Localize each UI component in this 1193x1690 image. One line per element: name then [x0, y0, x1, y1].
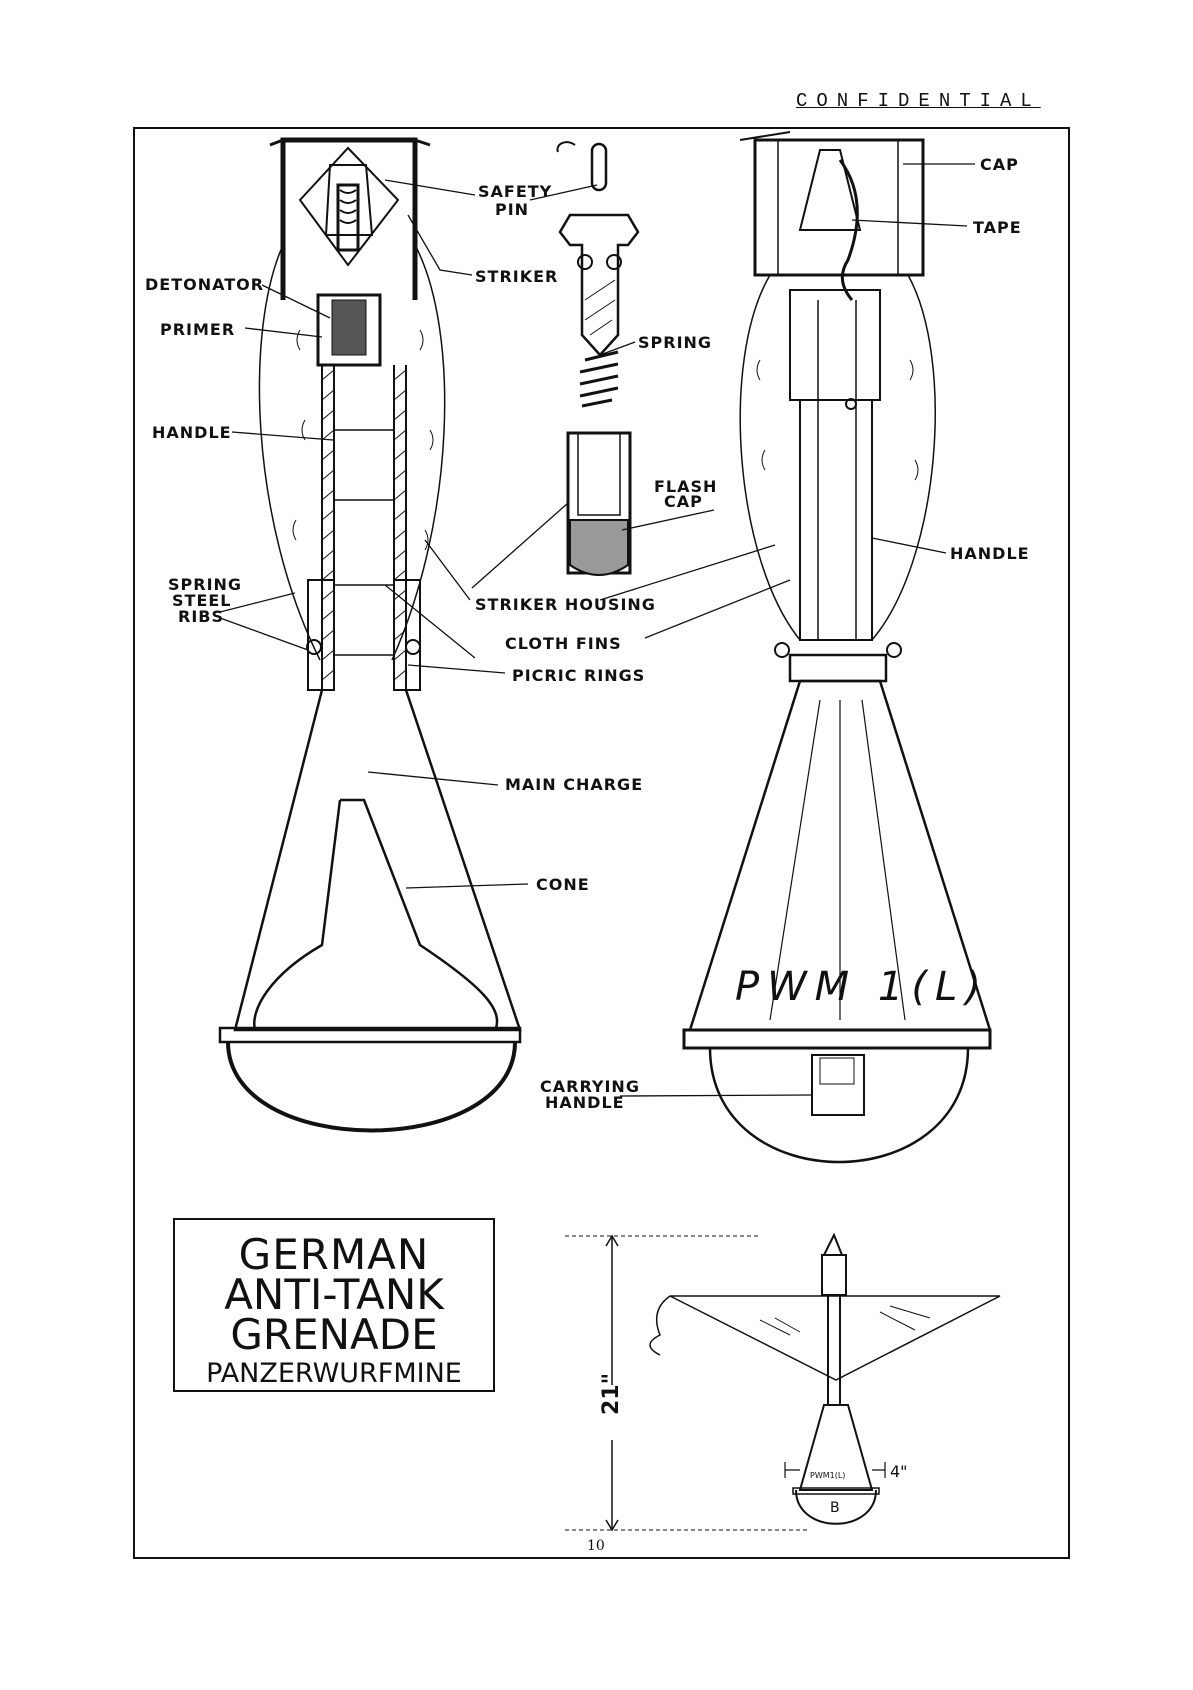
label-picric-rings: PICRIC RINGS — [512, 666, 645, 685]
label-flash-cap-2: CAP — [664, 492, 703, 511]
label-main-charge: MAIN CHARGE — [505, 775, 643, 794]
label-safety-pin-2: PIN — [495, 200, 529, 219]
label-cone: CONE — [536, 875, 590, 894]
label-primer: PRIMER — [160, 320, 235, 339]
label-cloth-fins: CLOTH FINS — [505, 634, 622, 653]
title-line-3: GRENADE — [230, 1310, 438, 1359]
title-box: GERMAN ANTI-TANK GRENADE PANZERWURFMINE — [173, 1218, 495, 1392]
small-body-marking: PWM1(L) — [810, 1471, 845, 1480]
label-carrying-handle-2: HANDLE — [545, 1093, 625, 1112]
part-labels: SAFETY PIN STRIKER DETONATOR PRIMER SPRI… — [145, 155, 1030, 1516]
assembled-small-view — [565, 1232, 1001, 1532]
confidential-header: CONFIDENTIAL — [796, 90, 1041, 112]
label-handle-right: HANDLE — [950, 544, 1030, 563]
label-safety-pin-1: SAFETY — [478, 182, 552, 201]
title-line-4: PANZERWURFMINE — [206, 1358, 462, 1389]
page-number: 10 — [587, 1538, 605, 1554]
title-line-1: GERMAN — [238, 1230, 430, 1279]
dimension-length: 21" — [599, 1373, 624, 1415]
leader-lines — [219, 163, 975, 1097]
label-detonator: DETONATOR — [145, 275, 264, 294]
label-carrying-handle-1: CARRYING — [540, 1077, 640, 1096]
title-line-2: ANTI-TANK — [224, 1270, 444, 1319]
label-handle-left: HANDLE — [152, 423, 232, 442]
label-spring-steel-ribs-1: SPRING — [168, 575, 242, 594]
label-spring-steel-ribs-2: STEEL — [172, 591, 232, 610]
label-flash-cap-1: FLASH — [654, 477, 717, 496]
exterior-grenade — [682, 131, 992, 1164]
dimension-width: 4" — [890, 1462, 908, 1481]
label-tape: TAPE — [973, 218, 1022, 237]
label-cap: CAP — [980, 155, 1019, 174]
drawing-frame — [133, 127, 1070, 1559]
body-marking: PWM 1(L) — [735, 964, 989, 1010]
small-base-letter: B — [830, 1500, 840, 1516]
label-striker: STRIKER — [475, 267, 558, 286]
exploded-parts — [556, 141, 640, 576]
label-spring: SPRING — [638, 333, 712, 352]
sectioned-grenade — [218, 137, 522, 1133]
label-striker-housing: STRIKER HOUSING — [475, 595, 656, 614]
label-spring-steel-ribs-3: RIBS — [178, 607, 224, 626]
